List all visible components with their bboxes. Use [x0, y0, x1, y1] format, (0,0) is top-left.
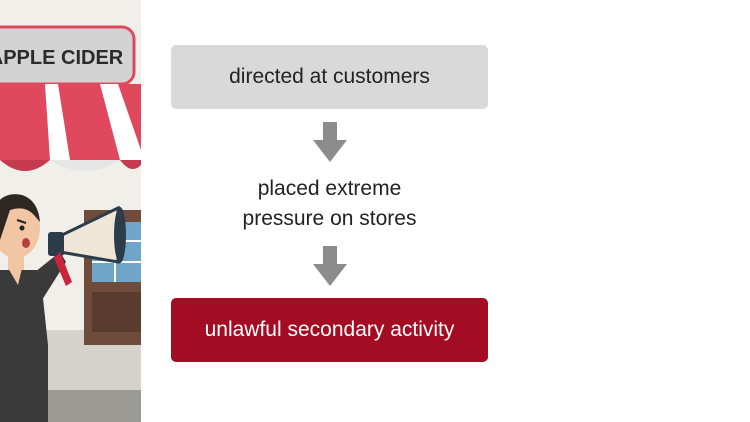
step2-line2: pressure on stores [242, 207, 417, 230]
arrow-down-icon [313, 246, 347, 286]
store-awning-icon [0, 84, 141, 171]
arrow-down-icon [313, 122, 347, 162]
step2-line1: placed extreme [257, 177, 402, 200]
store-sign: APPLE CIDER [0, 25, 136, 86]
store-scene: APPLE CIDER [0, 0, 141, 422]
step-unlawful-secondary-activity: unlawful secondary activity [171, 298, 488, 362]
step-placed-extreme-pressure: placed extreme pressure on stores [171, 174, 488, 234]
megaphone-icon [48, 205, 126, 286]
protester-icon [0, 194, 66, 422]
store-sign-text: APPLE CIDER [0, 47, 124, 69]
storefront-illustration: APPLE CIDER [0, 0, 141, 422]
step-directed-at-customers: directed at customers [171, 45, 488, 109]
